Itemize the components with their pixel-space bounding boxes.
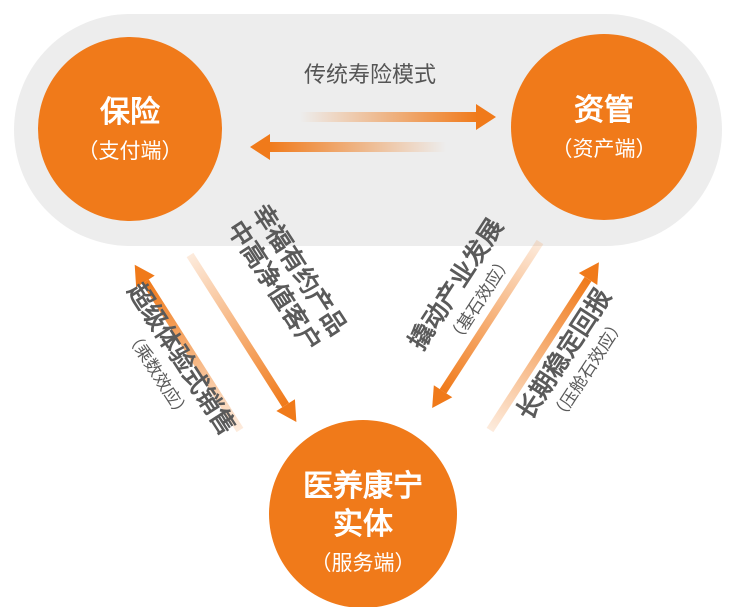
node-insurance-subtitle: （支付端） — [78, 139, 183, 163]
left-inner-arrow — [186, 252, 297, 422]
node-insurance-title: 保险 — [100, 95, 161, 130]
node-health: 医养康宁 实体 （服务端） — [269, 420, 457, 607]
node-health-title-line1: 医养康宁 — [303, 469, 423, 504]
label-traditional-model: 传统寿险模式 — [304, 63, 436, 88]
node-asset-title: 资管 — [574, 93, 634, 128]
top-arrow-left — [250, 134, 446, 160]
node-insurance: 保险 （支付端） — [38, 37, 222, 221]
right-outer-arrow — [486, 262, 599, 433]
right-inner-arrow — [432, 239, 544, 409]
left-outer-arrow — [134, 264, 244, 433]
node-health-subtitle: （服务端） — [311, 551, 416, 575]
node-asset-subtitle: （资产端） — [552, 137, 657, 161]
node-health-title-line2: 实体 — [333, 507, 394, 542]
node-asset: 资管 （资产端） — [511, 34, 697, 220]
top-arrow-right — [300, 104, 496, 130]
